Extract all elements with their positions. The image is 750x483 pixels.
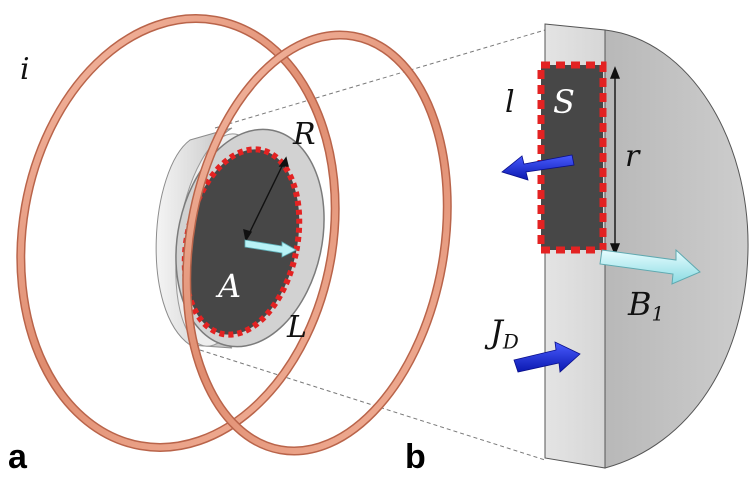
current-arrow-upper xyxy=(501,154,575,181)
integration-path-l xyxy=(537,61,607,254)
panel-label-b: b xyxy=(405,438,426,476)
radius-arrow xyxy=(243,156,289,242)
label-small-radius-r: r xyxy=(625,139,640,174)
current-arrow-jd xyxy=(513,341,581,373)
coil-left xyxy=(16,14,340,452)
coil-right xyxy=(182,30,452,456)
slab xyxy=(501,23,749,469)
label-loop-L: L xyxy=(287,310,307,345)
projection-lines xyxy=(199,29,546,461)
label-radius-R: R xyxy=(293,117,316,152)
label-field-b1: B1 xyxy=(628,285,665,326)
label-small-loop-l: l xyxy=(505,85,515,120)
label-current-i: i xyxy=(20,52,30,87)
panel-label-a: a xyxy=(8,438,27,476)
small-radius-arrow xyxy=(609,66,621,256)
field-arrow-b1 xyxy=(599,248,701,285)
disk-field-arrow xyxy=(244,239,297,258)
label-displacement-current: JD xyxy=(490,313,519,354)
label-small-area-S: S xyxy=(553,83,575,121)
label-area-A: A xyxy=(218,267,242,305)
